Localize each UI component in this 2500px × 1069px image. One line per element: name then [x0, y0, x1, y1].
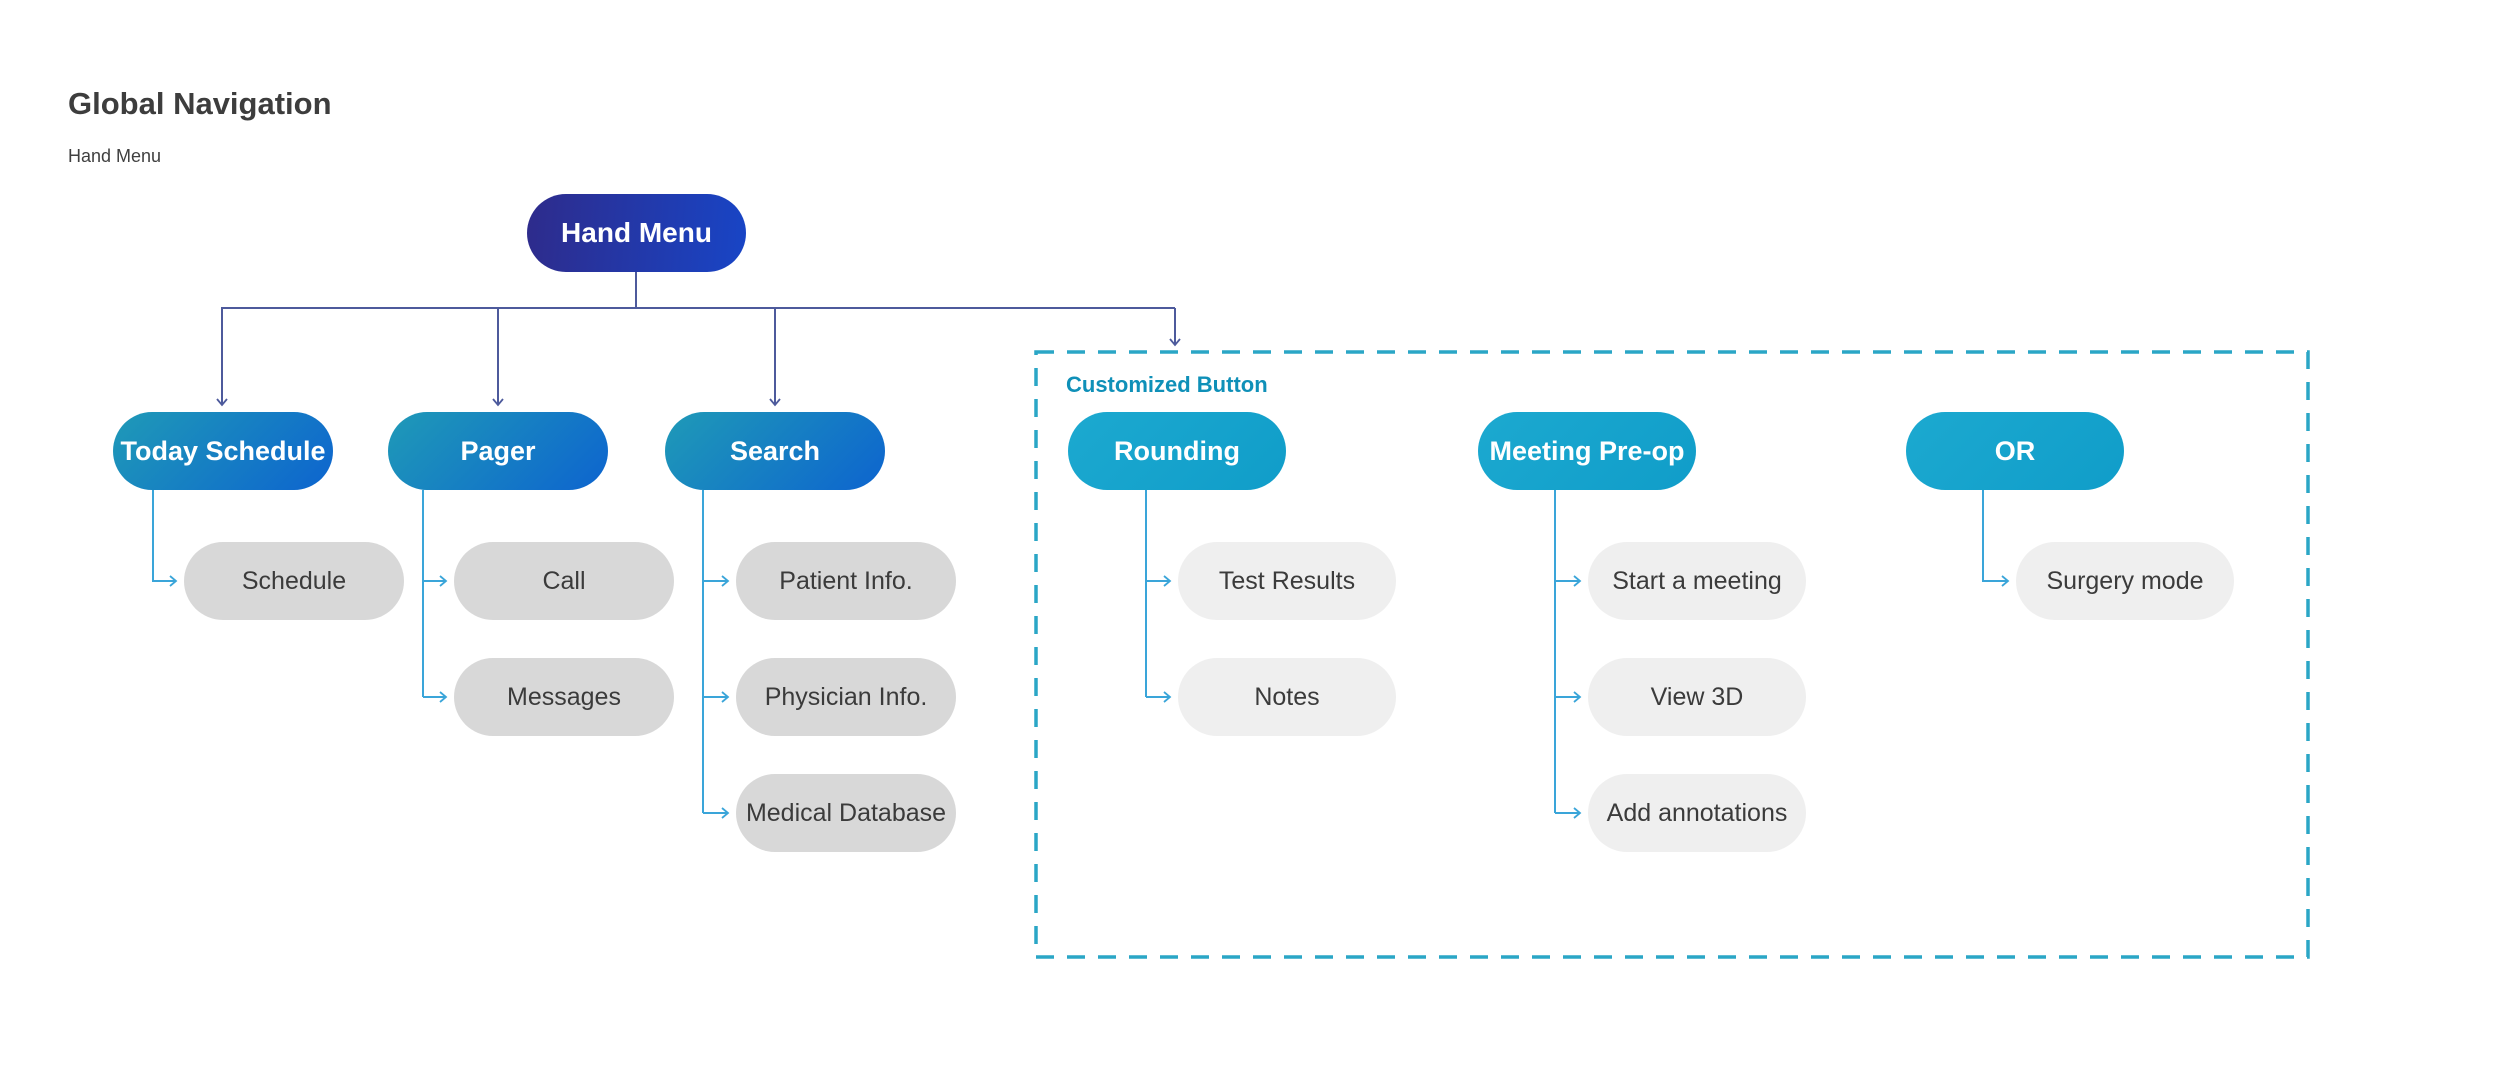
node-add-annotations-label: Add annotations	[1606, 798, 1788, 827]
node-medical-database: Medical Database	[736, 774, 956, 852]
node-messages-label: Messages	[507, 682, 621, 711]
node-hand-menu-label: Hand Menu	[561, 217, 712, 248]
node-patient-info: Patient Info.	[736, 542, 956, 620]
page-subtitle: Hand Menu	[68, 146, 162, 166]
node-or-label: OR	[1994, 435, 2036, 466]
node-notes-label: Notes	[1254, 682, 1320, 711]
child-connectors	[152, 490, 2010, 819]
node-test-results-label: Test Results	[1218, 566, 1356, 595]
node-messages: Messages	[454, 658, 674, 736]
node-call: Call	[454, 542, 674, 620]
connector-surgery-mode	[1982, 490, 2010, 587]
node-start-a-meeting-label: Start a meeting	[1612, 566, 1782, 595]
customized-button-label: Customized Button	[1066, 372, 1268, 397]
node-or: OR	[1906, 412, 2124, 490]
node-meeting-pre-op-label: Meeting Pre-op	[1489, 435, 1685, 466]
node-rounding: Rounding	[1068, 412, 1286, 490]
node-surgery-mode: Surgery mode	[2016, 542, 2234, 620]
page-title: Global Navigation	[68, 86, 332, 121]
connector-schedule	[152, 490, 178, 587]
node-start-a-meeting: Start a meeting	[1588, 542, 1806, 620]
node-physician-info-label: Physician Info.	[764, 682, 928, 711]
node-call-label: Call	[542, 566, 586, 595]
node-meeting-pre-op: Meeting Pre-op	[1478, 412, 1696, 490]
node-view-3d-label: View 3D	[1650, 682, 1744, 711]
node-search: Search	[665, 412, 885, 490]
customized-button-boundary	[1034, 350, 2310, 959]
node-schedule: Schedule	[184, 542, 404, 620]
node-pager-label: Pager	[460, 435, 536, 466]
node-today-schedule-label: Today Schedule	[120, 435, 326, 466]
node-notes: Notes	[1178, 658, 1396, 736]
node-today-schedule: Today Schedule	[113, 412, 333, 490]
node-schedule-label: Schedule	[241, 566, 347, 595]
node-hand-menu: Hand Menu	[527, 194, 746, 272]
node-medical-database-label: Medical Database	[745, 798, 947, 827]
node-surgery-mode-label: Surgery mode	[2046, 566, 2204, 595]
node-pager: Pager	[388, 412, 608, 490]
node-patient-info-label: Patient Info.	[779, 566, 913, 595]
node-test-results: Test Results	[1178, 542, 1396, 620]
node-view-3d: View 3D	[1588, 658, 1806, 736]
node-physician-info: Physician Info.	[736, 658, 956, 736]
node-search-label: Search	[729, 435, 821, 466]
root-connectors	[216, 272, 1181, 407]
node-rounding-label: Rounding	[1114, 435, 1240, 466]
node-add-annotations: Add annotations	[1588, 774, 1806, 852]
